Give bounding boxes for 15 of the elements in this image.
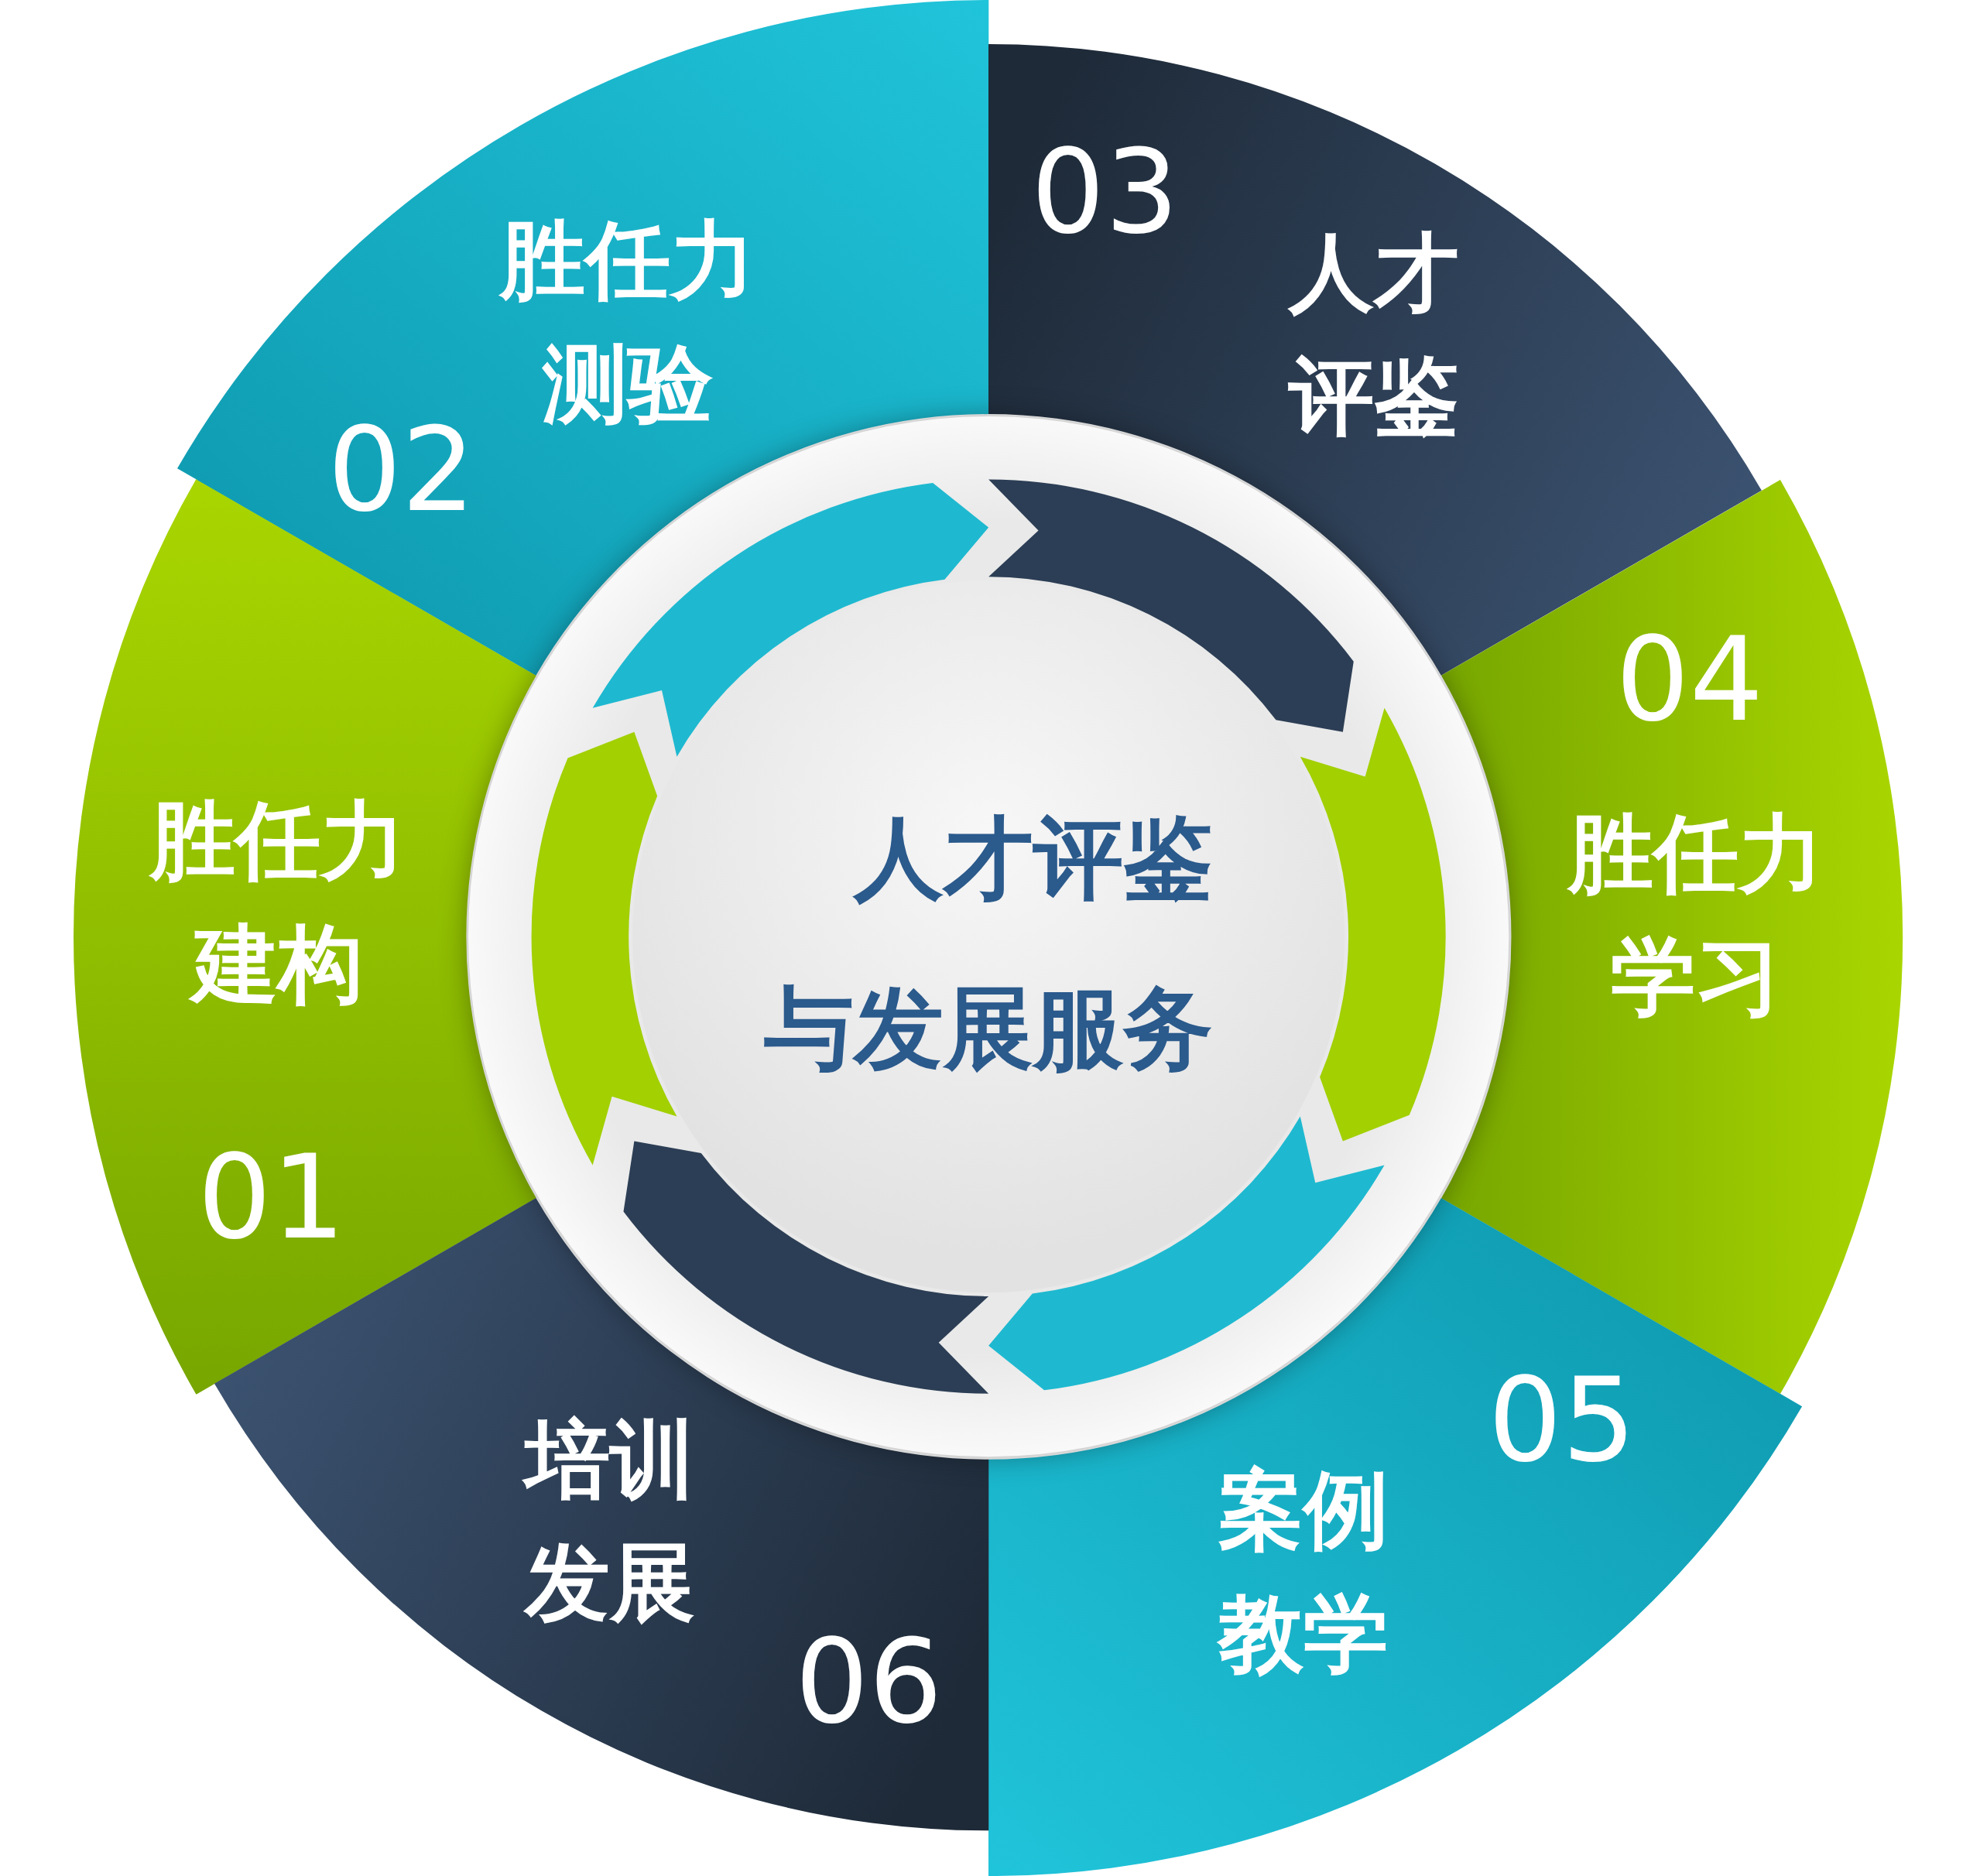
- segment-number: 05: [1488, 1362, 1636, 1479]
- segment-title: 案例教学: [1216, 1459, 1389, 1685]
- segment-title: 胜任力学习: [1566, 803, 1824, 1028]
- segment-title: 胜任力建构: [148, 789, 406, 1015]
- center-title: 人才评鉴与发展服务: [763, 804, 1214, 1082]
- segment-number: 06: [794, 1624, 943, 1740]
- segment-number: 03: [1031, 133, 1179, 250]
- segment-number: 04: [1615, 621, 1764, 738]
- segment-number: 01: [197, 1138, 346, 1255]
- segment: [988, 1198, 1803, 1876]
- segment-number: 02: [327, 411, 476, 528]
- segment: [177, 0, 989, 676]
- segment-title: 胜任力测验: [498, 209, 756, 434]
- segment-title: 人才评鉴: [1286, 221, 1460, 447]
- segment-title: 培训发展: [520, 1398, 700, 1645]
